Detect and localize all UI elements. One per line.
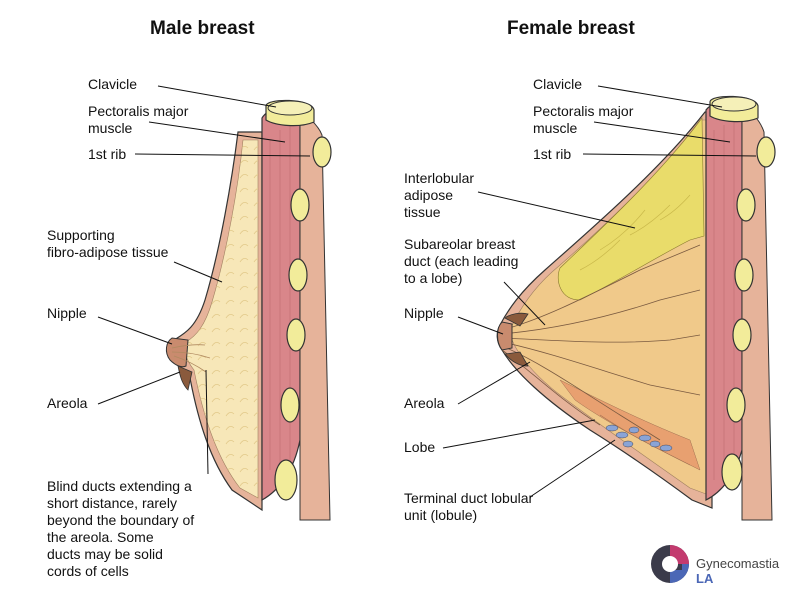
male-rib-1 — [312, 136, 332, 168]
female-rib-5 — [726, 387, 746, 423]
male-pectoralis — [261, 108, 301, 502]
female-adipose — [557, 117, 705, 301]
female-label-rib: 1st rib — [533, 146, 572, 162]
male-label-supporting: Supporting fibro-adipose tissue — [47, 227, 169, 260]
female-rib-3 — [734, 258, 754, 292]
female-label-clavicle: Clavicle — [533, 76, 583, 92]
female-chest-wall — [741, 105, 773, 521]
male-rib-4 — [286, 318, 306, 352]
female-label-subareolar: Subareolar breast duct (each leading to … — [404, 236, 519, 286]
male-label-pectoralis: Pectoralis major muscle — [88, 103, 189, 136]
logo-suffix: LA — [696, 571, 714, 586]
female-lobules — [605, 424, 673, 452]
male-label-areola: Areola — [47, 395, 88, 411]
male-rib-6 — [274, 459, 298, 501]
female-nipple — [497, 321, 513, 351]
female-label-areola: Areola — [404, 395, 445, 411]
male-label-rib: 1st rib — [88, 146, 127, 162]
gynecomastia-logo-icon — [651, 545, 689, 583]
male-chest-wall — [299, 111, 331, 521]
male-label-blind-ducts: Blind ducts extending a short distance, … — [47, 478, 195, 579]
female-label-nipple: Nipple — [404, 305, 444, 321]
male-rib-3 — [288, 258, 308, 292]
female-rib-6 — [721, 453, 743, 491]
male-breast-title: Male breast — [150, 18, 255, 39]
female-rib-2 — [736, 188, 756, 222]
female-rib-1 — [756, 136, 776, 168]
male-label-clavicle: Clavicle — [88, 76, 138, 92]
male-rib-2 — [290, 188, 310, 222]
female-label-lobe: Lobe — [404, 439, 436, 455]
female-breast-title: Female breast — [507, 18, 635, 39]
female-areola — [504, 312, 529, 367]
female-rib-4 — [732, 318, 752, 352]
logo-wordmark: Gynecomastia LA — [696, 556, 800, 586]
female-label-pectoralis: Pectoralis major muscle — [533, 103, 634, 136]
female-label-terminal: Terminal duct lobular unit (lobule) — [404, 490, 534, 523]
male-rib-5 — [280, 387, 300, 423]
male-label-nipple: Nipple — [47, 305, 87, 321]
female-breast-diagram — [442, 85, 776, 521]
logo-name: Gynecomastia — [696, 556, 780, 571]
female-ducts — [501, 244, 701, 441]
male-areola — [177, 365, 193, 391]
male-breast-diagram — [97, 85, 332, 521]
female-label-interlobular: Interlobular adipose tissue — [404, 170, 475, 220]
